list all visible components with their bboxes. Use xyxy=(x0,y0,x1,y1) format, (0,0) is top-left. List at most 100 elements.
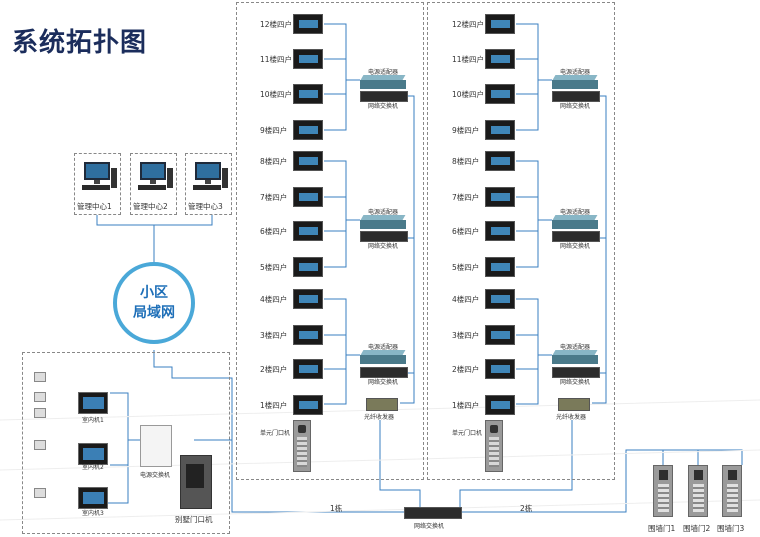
unit-door-label: 单元门口机 xyxy=(260,430,291,437)
computer-icon xyxy=(82,162,117,190)
indoor-panel-icon xyxy=(293,289,323,309)
computer-icon xyxy=(138,162,173,190)
floor-label: 11楼四户 xyxy=(452,55,485,64)
indoor-panel-icon xyxy=(293,395,323,415)
lan-label-line2: 局域网 xyxy=(133,305,175,321)
indoor-panel-icon xyxy=(485,187,515,207)
villa-device-icon xyxy=(34,440,46,450)
floor-label: 1楼四户 xyxy=(452,401,480,410)
villa-device-icon xyxy=(34,408,46,418)
power-adapter-label: 电源适配器 xyxy=(560,344,591,351)
indoor-monitor-3 xyxy=(78,487,108,509)
lan-circle: 小区 局域网 xyxy=(113,262,195,344)
network-switch-label: 网络交换机 xyxy=(560,103,591,110)
unit-door-label: 单元门口机 xyxy=(452,430,483,437)
power-switch-box xyxy=(140,425,172,467)
power-adapter-label: 电源适配器 xyxy=(560,209,591,216)
floor-label: 3楼四户 xyxy=(260,331,288,340)
indoor-panel-icon xyxy=(485,257,515,277)
floor-label: 10楼四户 xyxy=(452,90,485,99)
indoor-panel-icon xyxy=(293,187,323,207)
indoor-panel-icon xyxy=(293,49,323,69)
management-box-3 xyxy=(185,153,232,215)
wall-door-3-label: 围墙门3 xyxy=(717,524,745,533)
indoor-monitor-2 xyxy=(78,443,108,465)
power-adapter-icon xyxy=(360,75,406,89)
fiber-transceiver-icon xyxy=(366,398,398,411)
management-center-3-label: 管理中心3 xyxy=(188,202,223,211)
floor-label: 8楼四户 xyxy=(452,157,480,166)
floor-label: 12楼四户 xyxy=(452,20,485,29)
villa-device-icon xyxy=(34,488,46,498)
indoor-panel-icon xyxy=(293,221,323,241)
power-adapter-icon xyxy=(552,75,598,89)
computer-icon xyxy=(193,162,228,190)
indoor-unit-3-label: 室内机3 xyxy=(82,510,104,517)
power-adapter-icon xyxy=(552,350,598,364)
network-switch-icon xyxy=(552,91,600,102)
wall-door-1-label: 围墙门1 xyxy=(648,524,676,533)
villa-device-icon xyxy=(34,392,46,402)
unit-door-station-icon xyxy=(485,420,503,472)
network-switch-icon xyxy=(360,91,408,102)
power-adapter-icon xyxy=(360,215,406,229)
floor-label: 6楼四户 xyxy=(260,227,288,236)
indoor-panel-icon xyxy=(293,257,323,277)
indoor-panel-icon xyxy=(485,120,515,140)
villa-area xyxy=(22,352,230,534)
floor-label: 8楼四户 xyxy=(260,157,288,166)
floor-label: 5楼四户 xyxy=(260,263,288,272)
indoor-unit-2-label: 室内机2 xyxy=(82,464,104,471)
building-2-label: 2栋 xyxy=(520,504,533,513)
floor-label: 4楼四户 xyxy=(452,295,480,304)
management-box-2 xyxy=(130,153,177,215)
indoor-panel-icon xyxy=(485,151,515,171)
management-center-1-label: 管理中心1 xyxy=(77,202,112,211)
villa-device-icon xyxy=(34,372,46,382)
indoor-panel-icon xyxy=(485,325,515,345)
indoor-panel-icon xyxy=(293,14,323,34)
wall-door-station-icon xyxy=(688,465,708,517)
floor-label: 3楼四户 xyxy=(452,331,480,340)
villa-door-station xyxy=(180,455,212,509)
indoor-monitor-1 xyxy=(78,392,108,414)
indoor-panel-icon xyxy=(485,84,515,104)
network-switch-label: 网络交换机 xyxy=(368,379,399,386)
wall-door-station-icon xyxy=(653,465,673,517)
floor-label: 5楼四户 xyxy=(452,263,480,272)
indoor-panel-icon xyxy=(485,359,515,379)
indoor-panel-icon xyxy=(293,359,323,379)
building-2-area xyxy=(427,2,615,480)
indoor-panel-icon xyxy=(485,289,515,309)
villa-door-label: 别墅门口机 xyxy=(175,515,213,524)
page-title: 系统拓扑图 xyxy=(12,28,148,58)
floor-label: 4楼四户 xyxy=(260,295,288,304)
floor-label: 11楼四户 xyxy=(260,55,293,64)
wall-door-2-label: 围墙门2 xyxy=(683,524,711,533)
building-1-area xyxy=(236,2,424,480)
indoor-panel-icon xyxy=(485,395,515,415)
unit-door-station-icon xyxy=(293,420,311,472)
power-adapter-icon xyxy=(360,350,406,364)
indoor-panel-icon xyxy=(485,221,515,241)
indoor-unit-1-label: 室内机1 xyxy=(82,417,104,424)
floor-label: 9楼四户 xyxy=(260,126,288,135)
power-adapter-icon xyxy=(552,215,598,229)
management-box-1 xyxy=(74,153,121,215)
power-adapter-label: 电源适配器 xyxy=(560,69,591,76)
power-switch-label: 电源交换机 xyxy=(140,472,171,479)
network-switch-icon xyxy=(360,231,408,242)
network-switch-icon xyxy=(360,367,408,378)
indoor-panel-icon xyxy=(293,84,323,104)
floor-label: 12楼四户 xyxy=(260,20,293,29)
core-network-switch-label: 网络交换机 xyxy=(414,523,445,530)
floor-label: 9楼四户 xyxy=(452,126,480,135)
indoor-panel-icon xyxy=(485,49,515,69)
network-switch-label: 网络交换机 xyxy=(560,379,591,386)
core-network-switch-icon xyxy=(404,507,462,519)
network-switch-icon xyxy=(552,231,600,242)
indoor-panel-icon xyxy=(293,151,323,171)
fiber-transceiver-label: 光纤收发器 xyxy=(556,414,587,421)
floor-label: 1楼四户 xyxy=(260,401,288,410)
wall-door-station-icon xyxy=(722,465,742,517)
